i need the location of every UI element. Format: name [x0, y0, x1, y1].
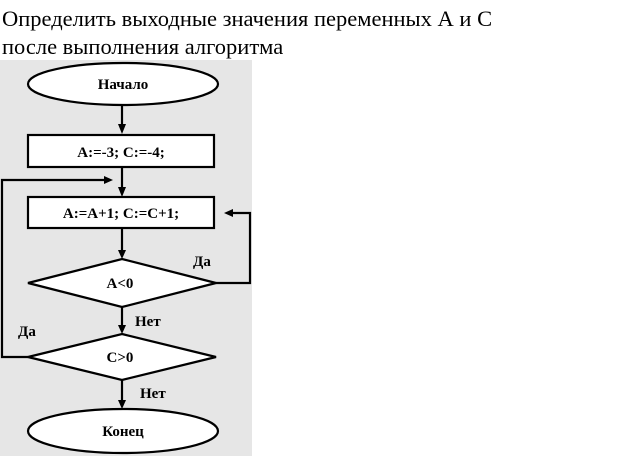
arrowhead-update: [118, 187, 126, 197]
init-process-box: [26, 133, 216, 169]
arrowhead-cond1: [118, 250, 126, 259]
loop-yes-cond2: [0, 178, 104, 359]
arrowhead-end: [118, 400, 126, 409]
init-label: A:=-3; C:=-4;: [77, 145, 164, 161]
question-line-1: Определить выходные значения переменных …: [2, 6, 493, 31]
arrowhead-cond2: [118, 325, 126, 334]
arrowhead-loop-cond1: [224, 209, 233, 217]
end-terminator: [26, 407, 220, 455]
update-label: A:=A+1; C:=C+1;: [63, 206, 179, 222]
end-label: Конец: [102, 424, 144, 440]
loop-yes-cond1: [216, 211, 252, 285]
start-label: Начало: [98, 77, 149, 93]
cond2-yes-label: Да: [18, 324, 36, 340]
cond2-no-label: Нет: [140, 386, 166, 402]
cond1-yes-label: Да: [193, 254, 211, 270]
flowchart-background: [0, 60, 252, 456]
arrowhead-loop-cond2: [104, 176, 113, 184]
question-line-2: после выполнения алгоритма: [2, 34, 284, 59]
cond1-no-label: Нет: [135, 314, 161, 330]
task-question: Определить выходные значения переменных …: [2, 5, 492, 61]
arrowhead-init: [118, 124, 126, 134]
cond2-label: C>0: [107, 350, 134, 366]
cond1-label: A<0: [107, 276, 134, 292]
